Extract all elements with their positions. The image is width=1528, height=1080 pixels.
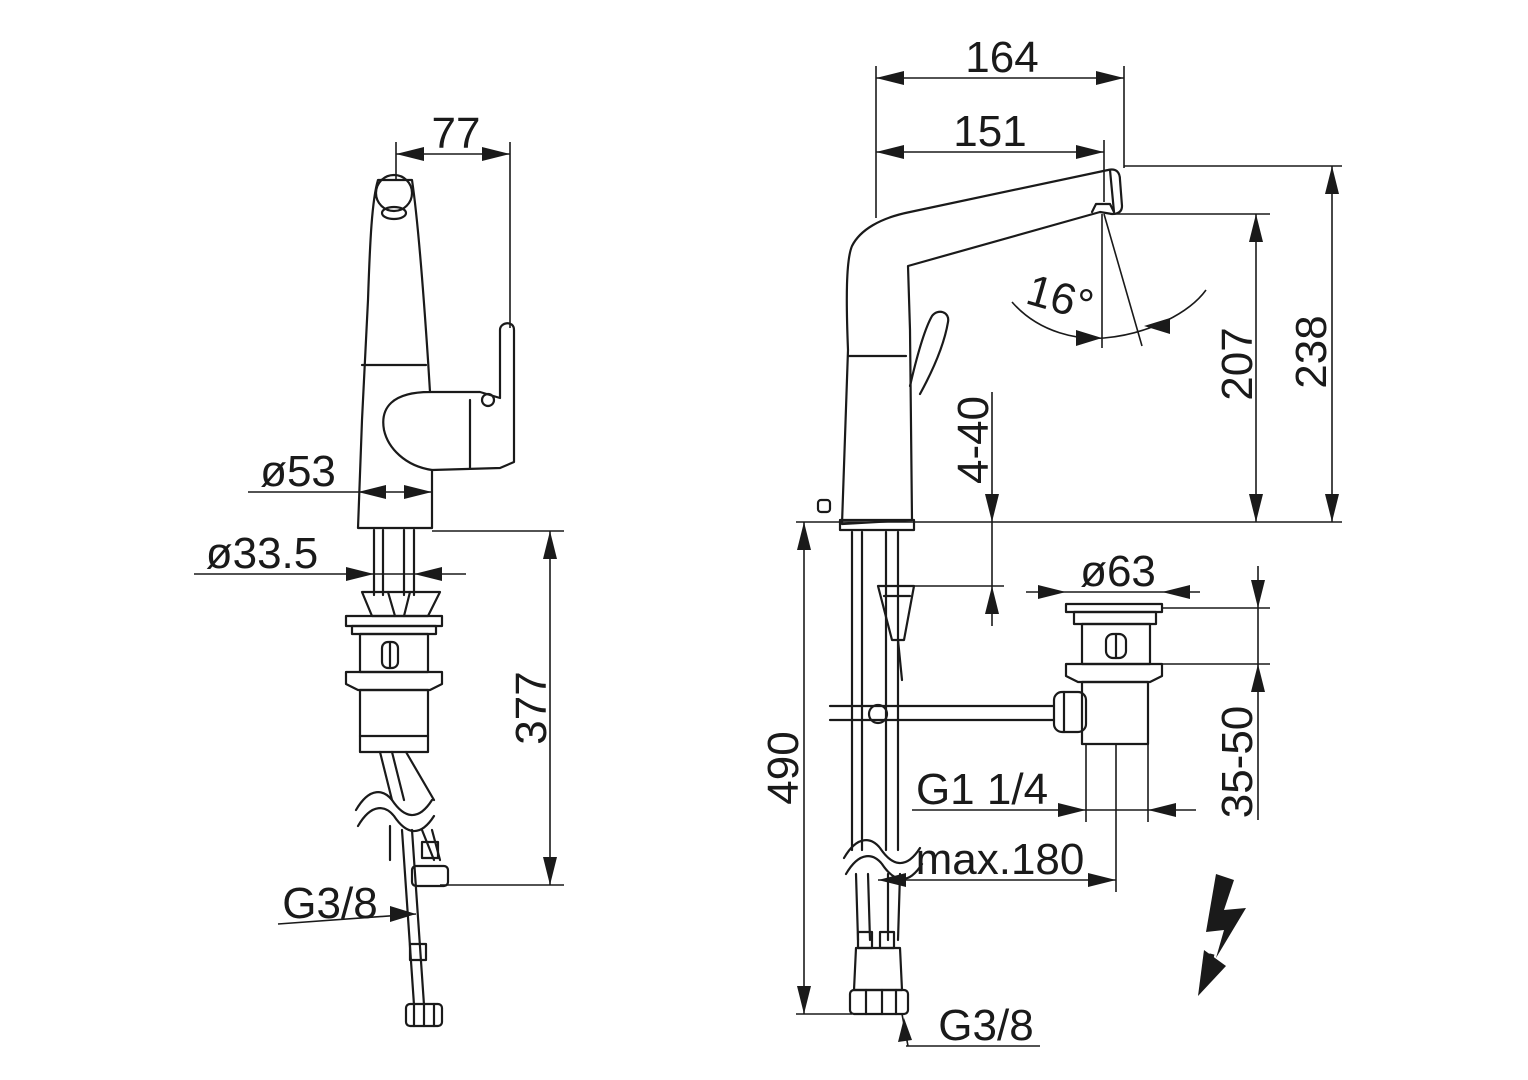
dim-spout-outlet-label: 151	[953, 107, 1026, 156]
dim-side-depth: 77	[395, 109, 511, 328]
dim-waste-diameter-label: ø63	[1080, 547, 1156, 596]
dim-shank-diameter-label: ø33.5	[206, 529, 319, 578]
dim-spout-angle: 16°	[1011, 213, 1207, 348]
dim-side-below-deck: 377	[432, 530, 564, 886]
dim-waste-diameter: ø63	[1026, 547, 1200, 599]
side-view-fixing-kit	[344, 528, 450, 1028]
dim-base-diameter-label: ø53	[260, 447, 336, 496]
dim-waste-thread-label: G1 1/4	[916, 765, 1048, 814]
dim-shank-diameter: ø33.5	[194, 529, 466, 581]
dim-waste-thread: G1 1/4	[912, 744, 1196, 822]
dim-side-hose-thread: G3/8	[277, 879, 417, 928]
dim-spout-outlet: 151	[876, 107, 1105, 202]
dim-front-hose-thread: G3/8	[898, 1001, 1040, 1050]
dim-front-hose-thread-label: G3/8	[938, 1001, 1033, 1050]
lightning-bolt-icon	[1198, 874, 1246, 996]
dim-side-hose-thread-label: G3/8	[282, 879, 377, 928]
dim-spout-reach-label: 164	[965, 33, 1038, 82]
dim-deck-thickness-label: 4-40	[949, 396, 998, 484]
dim-total-height: 238	[1124, 165, 1342, 522]
front-view-fixing-kit	[828, 530, 1056, 1016]
dim-side-below-deck-label: 377	[507, 671, 556, 744]
dim-outlet-height: 207	[1110, 213, 1270, 522]
dim-deck-thickness: 4-40	[900, 392, 1004, 626]
dim-base-diameter: ø53	[248, 447, 432, 499]
dim-rod-max: max.180	[878, 744, 1117, 892]
dim-rod-max-label: max.180	[916, 835, 1085, 884]
side-view-faucet	[356, 173, 516, 530]
dim-total-height-label: 238	[1287, 315, 1336, 388]
dim-outlet-height-label: 207	[1213, 327, 1262, 400]
dim-side-depth-label: 77	[432, 109, 481, 158]
dim-spout-reach: 164	[875, 33, 1125, 218]
dim-waste-range-label: 35-50	[1213, 706, 1262, 819]
dim-front-below-deck-label: 490	[759, 731, 808, 804]
front-view-waste	[1052, 602, 1164, 746]
dim-waste-range: 35-50	[1162, 566, 1270, 820]
dim-front-below-deck: 490	[759, 522, 852, 1015]
